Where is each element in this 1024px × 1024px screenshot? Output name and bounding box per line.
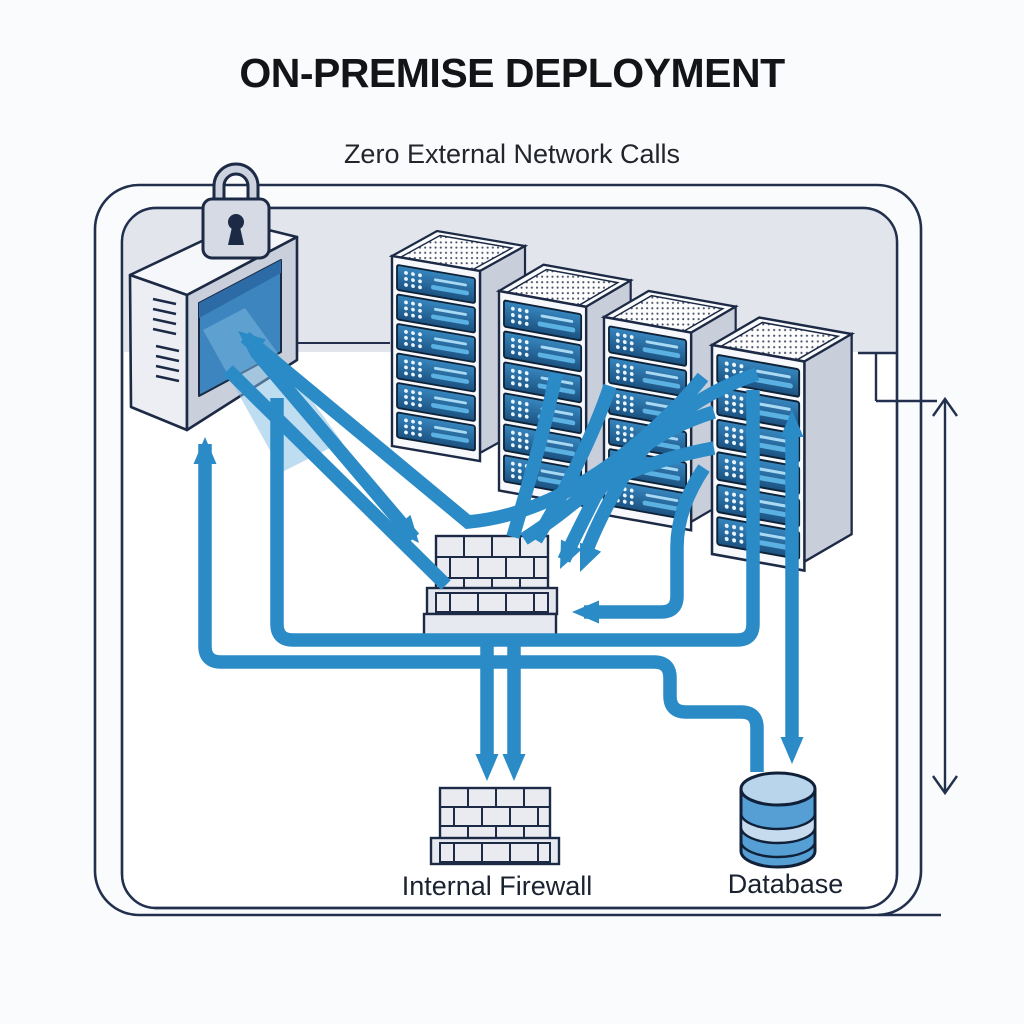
page-title: ON-PREMISE DEPLOYMENT xyxy=(239,50,785,96)
flow-rack4-to-firewall-b xyxy=(579,367,760,555)
database-cylinder-icon xyxy=(739,771,817,869)
page-subtitle: Zero External Network Calls xyxy=(343,139,681,169)
server-rack-4 xyxy=(712,318,852,571)
database-label: Database xyxy=(727,869,844,899)
padlock-icon xyxy=(201,162,271,260)
flow-vault-to-firewall xyxy=(250,347,420,543)
internal-firewall-brick-icon xyxy=(429,786,561,866)
blue-data-flow-arrows xyxy=(198,331,799,772)
vent-slats xyxy=(152,297,180,383)
flow-rack3-to-firewall-side xyxy=(584,464,710,619)
flow-vault-lower-line xyxy=(223,365,451,590)
internal-firewall-label: Internal Firewall xyxy=(401,871,593,901)
flow-bus-to-database xyxy=(198,444,764,772)
flow-rack3-to-firewall xyxy=(530,383,617,544)
flow-rack2-to-firewall xyxy=(506,372,563,539)
vertical-double-arrow xyxy=(858,351,958,796)
